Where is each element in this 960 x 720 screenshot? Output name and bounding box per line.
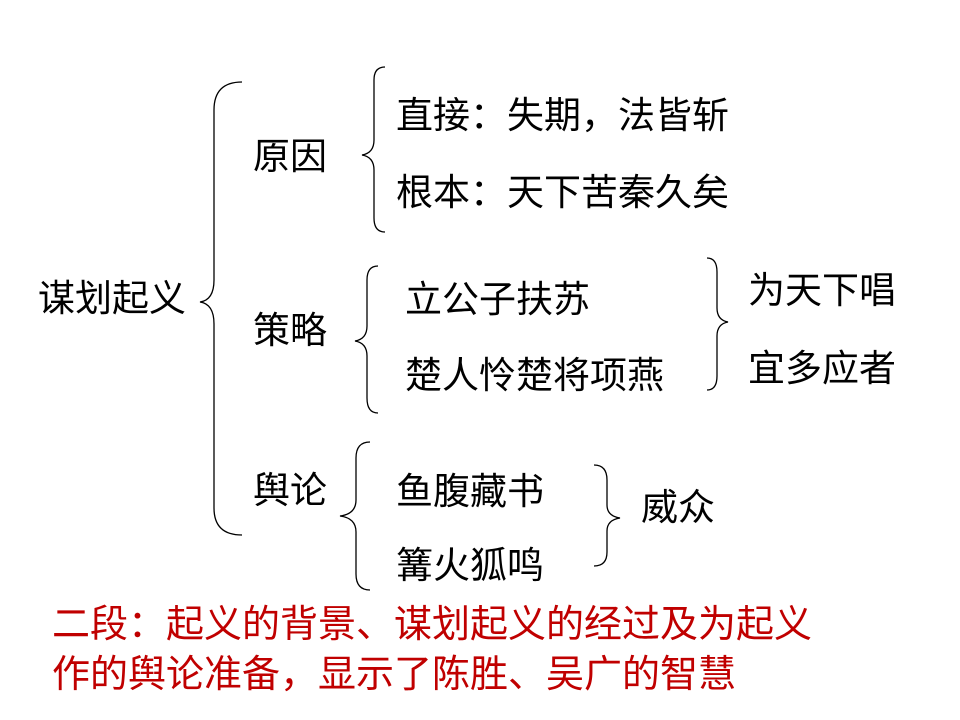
cause-brace [361,66,386,233]
branch-label-opinion: 舆论 [253,469,327,512]
opinion-result: 威众 [641,486,715,529]
root-label: 谋划起义 [38,277,186,320]
opinion-item-fox: 篝火狐鸣 [396,544,544,587]
opinion-item-fish: 鱼腹藏书 [396,470,544,513]
strategy-result-brace [706,257,729,391]
strategy-item-fusu: 立公子扶苏 [405,278,590,321]
opinion-result-brace [593,464,621,567]
strategy-item-xiangyan: 楚人怜楚将项燕 [405,354,664,397]
strategy-result-1: 为天下唱 [748,269,896,312]
opinion-brace [339,441,371,591]
branch-label-strategy: 策略 [253,309,327,352]
root-brace [199,81,243,536]
cause-item-direct: 直接：失期，法皆斩 [396,94,729,137]
strategy-brace [354,265,379,414]
cause-item-root: 根本：天下苦秦久矣 [396,171,729,214]
summary-line-1: 二段：起义的背景、谋划起义的经过及为起义 [52,602,813,646]
branch-label-cause: 原因 [253,135,327,178]
summary-line-2: 作的舆论准备，显示了陈胜、吴广的智慧 [52,652,737,696]
strategy-result-2: 宜多应者 [748,347,896,390]
